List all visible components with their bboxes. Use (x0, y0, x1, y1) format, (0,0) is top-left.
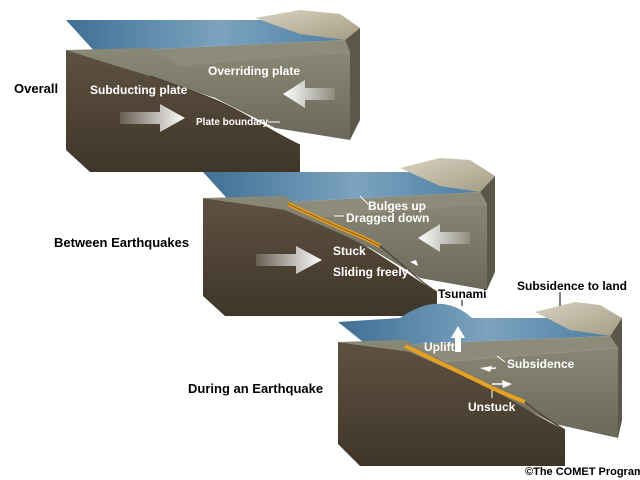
block-side (480, 176, 495, 290)
label-tsunami: Tsunami (438, 287, 486, 301)
label-bulges-up: Bulges up (368, 199, 426, 213)
ocean-surface (66, 20, 345, 52)
subducting-plate (203, 198, 437, 316)
panel-between (203, 158, 495, 316)
panel-title-overall: Overall (14, 81, 58, 96)
panel-during (338, 292, 622, 466)
block-side (345, 28, 360, 140)
copyright-credit: ©The COMET Program (525, 466, 640, 478)
coastal-land (535, 302, 622, 336)
label-dragged-down: Dragged down (346, 211, 429, 225)
unstuck-arrow-left-shaft (483, 367, 497, 370)
bulges-leader (359, 195, 369, 205)
panel-title-during: During an Earthquake (188, 381, 323, 396)
subducting-arrow (120, 104, 185, 132)
uplift-arrow (451, 326, 465, 352)
overriding-arrow (283, 80, 335, 108)
label-unstuck: Unstuck (468, 400, 516, 414)
overriding-plate (338, 340, 618, 438)
coastal-land (400, 158, 495, 192)
stuck-fault-edge (287, 203, 381, 247)
unstuck-arrow-right (502, 380, 512, 388)
panel-title-between: Between Earthquakes (54, 235, 189, 250)
block-side (610, 318, 622, 438)
ocean-surface (338, 303, 610, 346)
subducting-plate (338, 342, 565, 466)
overriding-plate (203, 196, 487, 290)
fault-line (379, 245, 438, 293)
label-subsidence-to-land: Subsidence to land (517, 279, 627, 293)
subducting-arrow (256, 246, 322, 274)
label-plate-boundary: Plate boundary (196, 117, 269, 128)
label-subducting-plate: Subducting plate (90, 83, 188, 97)
sliding-arrow-small (410, 260, 418, 266)
label-overriding-plate: Overriding plate (208, 64, 300, 78)
subsidence-leader (496, 355, 506, 363)
overriding-arrow (418, 224, 470, 252)
label-sliding-freely: Sliding freely (333, 265, 409, 279)
coastal-land (255, 10, 360, 40)
label-subsidence: Subsidence (507, 357, 575, 371)
subducting-plate (66, 50, 300, 172)
fault-line (524, 401, 566, 431)
plate-boundary-line (149, 75, 301, 146)
panel-overall (66, 10, 360, 172)
label-uplift: Uplift (424, 340, 455, 354)
overriding-plate (66, 48, 350, 140)
unstuck-fault-zone (404, 344, 526, 404)
label-stuck: Stuck (333, 244, 366, 258)
